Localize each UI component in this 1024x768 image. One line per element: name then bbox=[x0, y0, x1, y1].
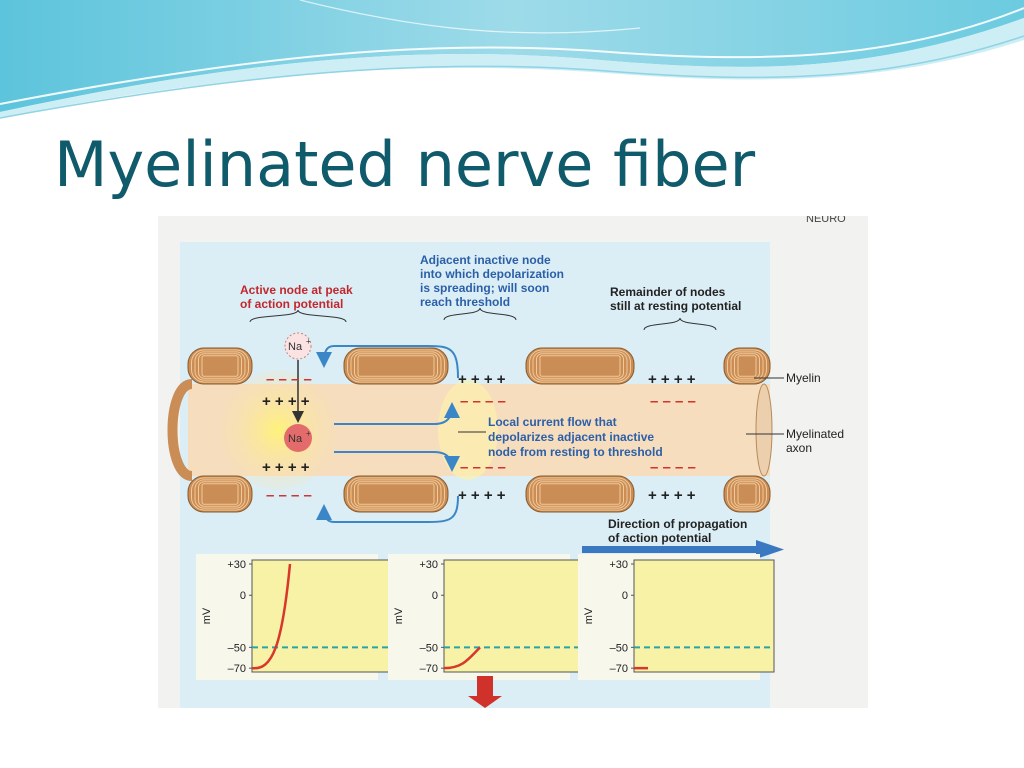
myelin-sheath-top-3 bbox=[525, 347, 635, 385]
na-ion-outside-label: Na bbox=[288, 341, 303, 353]
myelin-sheath-bottom-4 bbox=[723, 475, 771, 513]
na-ion-inside bbox=[284, 424, 312, 452]
down-arrow bbox=[468, 676, 502, 708]
remainder-label-1: Remainder of nodes bbox=[610, 285, 726, 299]
node3-outer-bottom-charge: + + + + bbox=[648, 487, 696, 504]
graph-tick-label: 0 bbox=[240, 590, 246, 602]
graph-plot-area bbox=[633, 559, 775, 673]
graph-ylabel: mV bbox=[583, 607, 595, 624]
active-node-outer-top-charge: – – – – bbox=[266, 371, 312, 388]
node3-inner-bottom-charge: – – – – bbox=[650, 459, 696, 476]
graph-potential-trace bbox=[251, 563, 292, 670]
graph-plot-area bbox=[443, 559, 585, 673]
node3-inner-top-charge: – – – – bbox=[650, 393, 696, 410]
direction-label-2: of action potential bbox=[608, 531, 711, 545]
graph-tick-label: –70 bbox=[228, 663, 246, 675]
node2-inner-top-charge: – – – – bbox=[460, 393, 506, 410]
active-node-label-1: Active node at peak bbox=[240, 283, 353, 297]
membrane-potential-graphs: +30 0 –50 –70 mV +30 0 –50 –70 mV +30 0 –50 –70 mV bbox=[196, 554, 775, 680]
myelin-end-cap bbox=[167, 379, 194, 481]
current-loop-inner-top bbox=[334, 402, 460, 425]
remainder-label-2: still at resting potential bbox=[610, 299, 741, 313]
graph-tick-label: +30 bbox=[609, 559, 628, 571]
active-node-outer-bottom-charge: – – – – bbox=[266, 487, 312, 504]
active-node-inner-bottom-charge: + + + + bbox=[262, 459, 310, 476]
adjacent-node-label-2: into which depolarization bbox=[420, 267, 564, 281]
node2-outer-bottom-charge: + + + + bbox=[458, 487, 506, 504]
node2-inner-bottom-charge: – – – – bbox=[460, 459, 506, 476]
local-current-label-2: depolarizes adjacent inactive bbox=[488, 430, 654, 444]
graph-tick-label: –50 bbox=[228, 642, 246, 654]
page-corner-text: NEURO bbox=[806, 216, 846, 225]
active-node-inner-top-charge: + + + + bbox=[262, 393, 310, 410]
graph-3: +30 0 –50 –70 mV bbox=[578, 554, 775, 680]
current-loop-inner-bottom bbox=[334, 451, 460, 472]
graph-tick-label: +30 bbox=[227, 559, 246, 571]
graph-ylabel: mV bbox=[393, 607, 405, 624]
node2-outer-top-charge: + + + + bbox=[458, 371, 506, 388]
node3-outer-top-charge: + + + + bbox=[648, 371, 696, 388]
local-current-label-1: Local current flow that bbox=[488, 415, 617, 429]
adjacent-node-bracket bbox=[443, 307, 517, 321]
graph-tick-label: 0 bbox=[432, 590, 438, 602]
myelin-label: Myelin bbox=[786, 371, 821, 385]
myelin-sheath-top-1 bbox=[187, 347, 253, 385]
graph-potential-trace bbox=[443, 646, 481, 670]
myelinated-axon-label-2: axon bbox=[786, 441, 812, 455]
propagation-arrow bbox=[582, 540, 784, 559]
axon-cut-end bbox=[755, 383, 773, 477]
graph-tick-label: –50 bbox=[420, 642, 438, 654]
myelin-sheath-bottom-3 bbox=[525, 475, 635, 513]
graph-tick-label: –70 bbox=[420, 663, 438, 675]
graph-tick-label: 0 bbox=[622, 590, 628, 602]
adjacent-node-label-4: reach threshold bbox=[420, 295, 510, 309]
active-node-bracket bbox=[249, 309, 347, 323]
graph-ylabel: mV bbox=[201, 607, 213, 624]
graph-1: +30 0 –50 –70 mV bbox=[196, 554, 393, 680]
active-node-glow bbox=[218, 370, 338, 490]
myelin-sheath-top-2 bbox=[343, 347, 449, 385]
na-ion-inside-label: Na bbox=[288, 433, 303, 445]
graph-tick-label: –70 bbox=[610, 663, 628, 675]
local-current-label-3: node from resting to threshold bbox=[488, 445, 663, 459]
adjacent-node-label-1: Adjacent inactive node bbox=[420, 253, 551, 267]
graph-tick-label: –50 bbox=[610, 642, 628, 654]
myelinated-axon-label-1: Myelinated bbox=[786, 427, 844, 441]
myelin-sheath-top-4 bbox=[723, 347, 771, 385]
active-node-label-2: of action potential bbox=[240, 297, 343, 311]
direction-label-1: Direction of propagation bbox=[608, 517, 747, 531]
current-loop-outer-bottom bbox=[316, 495, 459, 523]
myelinated-nerve-diagram: NEURO Na + Na + – – – – + + + + + + + + … bbox=[158, 216, 868, 708]
current-loop-outer-top bbox=[316, 345, 459, 379]
adjacent-node-label-3: is spreading; will soon bbox=[420, 281, 549, 295]
graph-plot-area bbox=[251, 559, 393, 673]
na-ion-inside-charge: + bbox=[306, 429, 311, 438]
graph-tick-label: +30 bbox=[419, 559, 438, 571]
na-ion-outside-charge: + bbox=[306, 337, 311, 346]
myelin-sheath-bottom-1 bbox=[187, 475, 253, 513]
myelin-sheath-bottom-2 bbox=[343, 475, 449, 513]
na-ion-outside bbox=[284, 332, 312, 360]
slide-title: Myelinated nerve fiber bbox=[54, 128, 756, 201]
remainder-bracket bbox=[643, 317, 717, 331]
graph-2: +30 0 –50 –70 mV bbox=[388, 554, 585, 680]
myelin-sheaths bbox=[167, 347, 771, 513]
header-wave-decoration bbox=[0, 0, 1024, 119]
